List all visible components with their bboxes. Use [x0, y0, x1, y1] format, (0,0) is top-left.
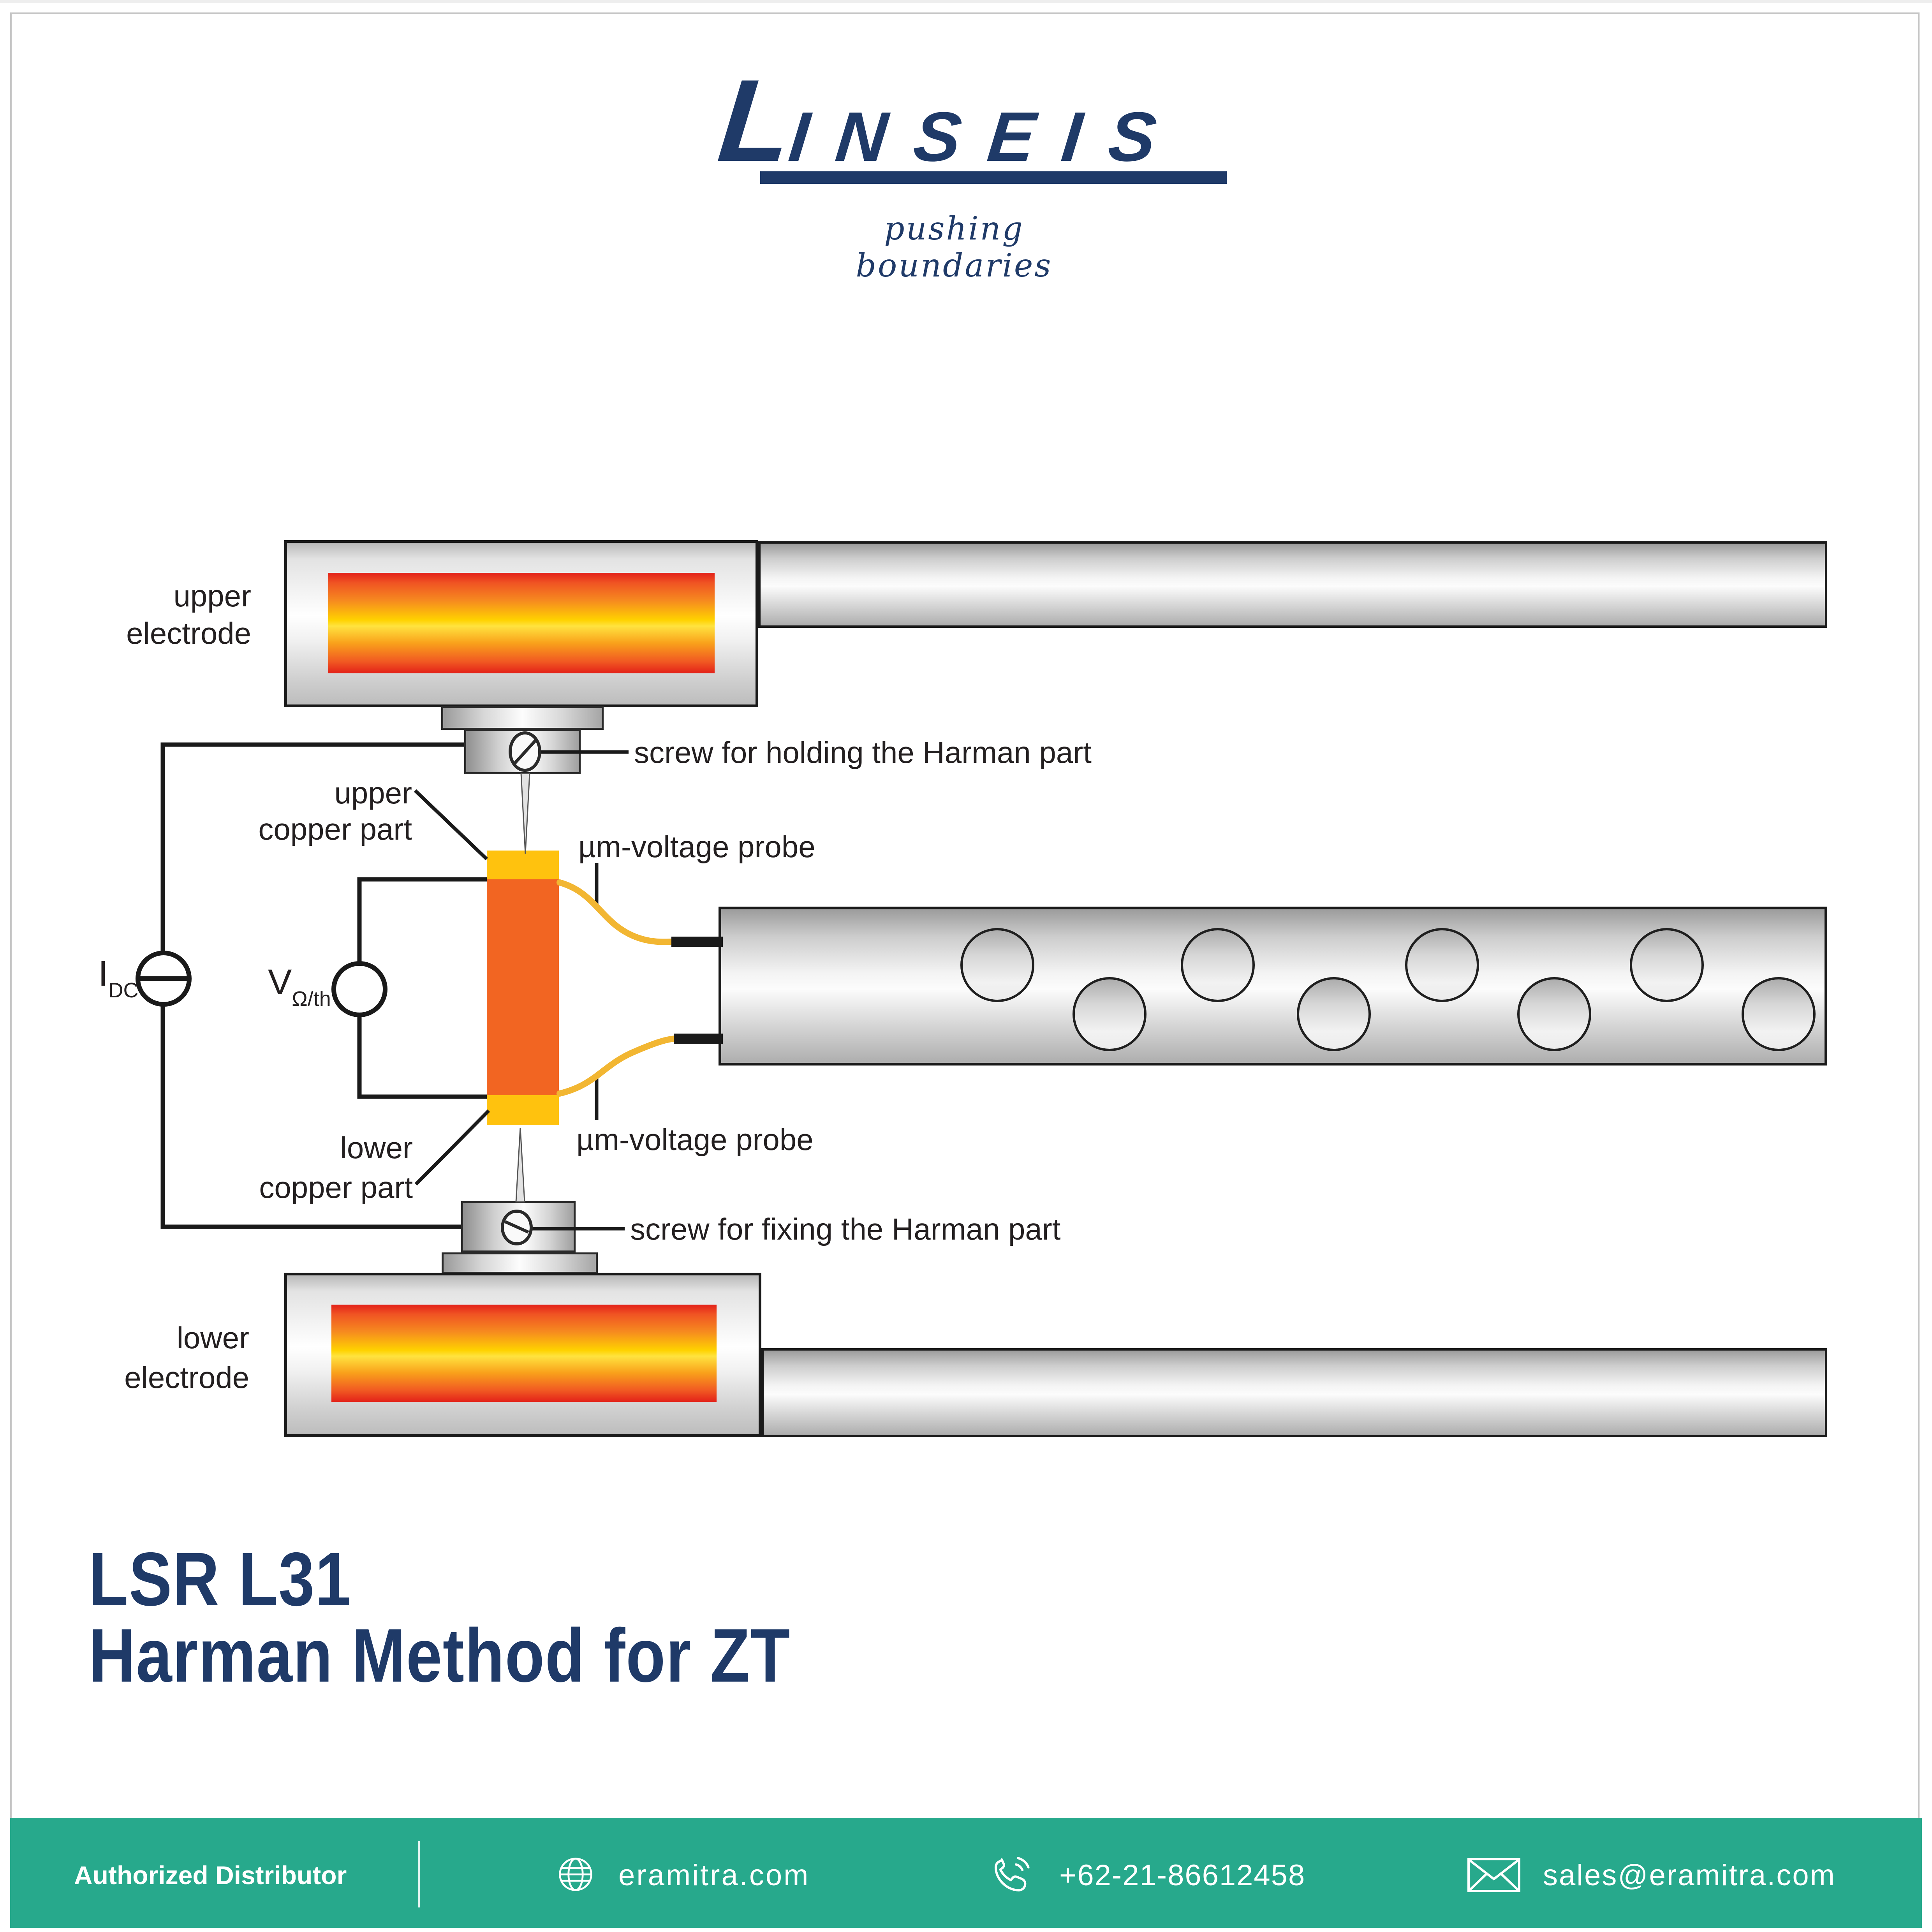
holding-screw-icon	[509, 731, 541, 772]
footer-divider	[418, 1841, 420, 1907]
holder-hole	[1517, 977, 1591, 1051]
holder-hole	[1073, 977, 1147, 1051]
probe-terminal-stubs	[671, 937, 723, 1044]
current-source-symbol	[136, 951, 192, 1007]
current-circuit-wires	[160, 742, 464, 1229]
product-title-line1: LSR L31	[89, 1537, 352, 1622]
screw-holding-label: screw for holding the Harman part	[634, 735, 1092, 770]
upper-heater-gradient	[328, 573, 715, 673]
holder-hole	[1181, 928, 1255, 1002]
logo-tagline: pushing boundaries	[856, 210, 1053, 284]
footer-bottom-strip	[0, 1928, 1932, 1932]
voltmeter-symbol	[331, 961, 387, 1017]
product-title-line2: Harman Method for ZT	[89, 1613, 791, 1698]
holder-hole	[1297, 977, 1371, 1051]
lower-heater-gradient	[331, 1305, 717, 1402]
lower-copper-cap	[487, 1095, 559, 1125]
footer-email-link[interactable]: sales@eramitra.com	[1543, 1859, 1836, 1892]
holder-hole	[1742, 977, 1816, 1051]
mail-icon	[1467, 1858, 1520, 1892]
lower-copper-part-label: lower copper part	[259, 1131, 413, 1205]
screw-fixing-label: screw for fixing the Harman part	[630, 1212, 1061, 1246]
upper-copper-cap	[487, 851, 559, 879]
current-source-label: IDC	[98, 954, 139, 1002]
footer-website-link[interactable]: eramitra.com	[618, 1859, 810, 1892]
upper-support-rod	[758, 541, 1827, 628]
upper-electrode-box	[284, 540, 758, 707]
lower-electrode-box	[284, 1273, 761, 1437]
fixing-screw-icon	[501, 1210, 533, 1245]
upper-electrode-label: upper electrode	[126, 579, 251, 650]
voltmeter-circuit-wires	[357, 877, 487, 1099]
holder-hole	[1405, 928, 1479, 1002]
upper-copper-part-label: upper copper part	[258, 776, 412, 846]
footer-phone-link[interactable]: +62-21-86612458	[1059, 1859, 1306, 1892]
lower-support-rod	[761, 1348, 1827, 1437]
holder-hole	[960, 928, 1034, 1002]
label-leader-lines	[414, 750, 629, 1231]
lower-electrode-label: lower electrode	[124, 1321, 249, 1395]
top-strip	[0, 0, 1932, 3]
distributor-label: Authorized Distributor	[74, 1861, 347, 1890]
logo-underline	[760, 171, 1227, 184]
holder-hole	[1630, 928, 1704, 1002]
voltage-probe-wires	[557, 879, 679, 1097]
upper-mount-step	[441, 706, 604, 730]
phone-icon	[994, 1857, 1030, 1891]
voltmeter-label: VΩ/th	[268, 962, 331, 1011]
lower-mount-step	[442, 1252, 598, 1274]
sample-column	[487, 879, 559, 1095]
voltage-probe-label-upper: µm-voltage probe	[578, 830, 815, 864]
contact-needles	[515, 773, 530, 1203]
globe-icon	[559, 1858, 592, 1891]
voltage-probe-label-lower: µm-voltage probe	[576, 1122, 814, 1157]
footer-bar	[10, 1818, 1922, 1928]
